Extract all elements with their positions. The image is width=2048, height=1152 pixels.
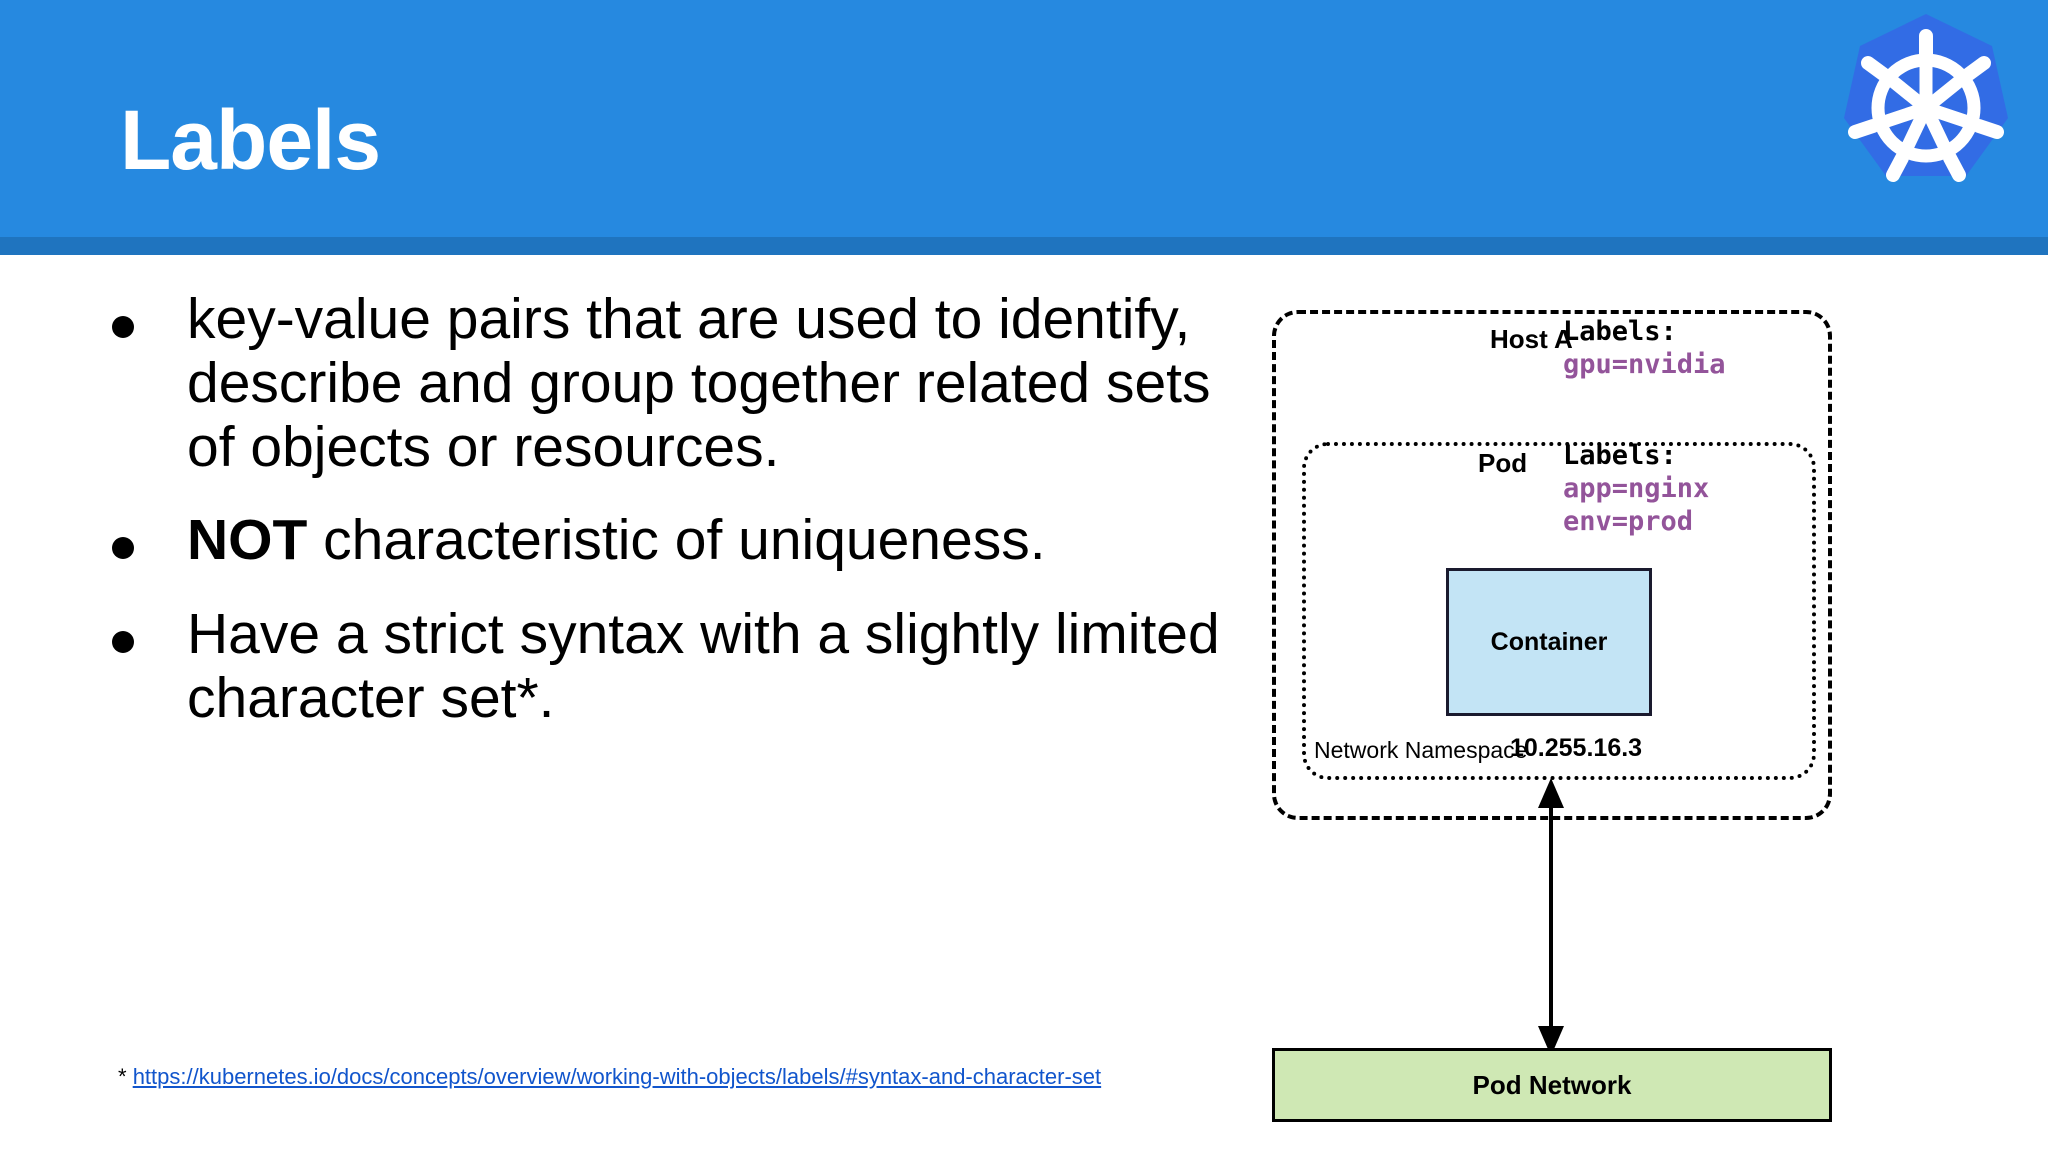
kubernetes-labels-diagram: Host A Labels: gpu=nvidia Pod Labels: ap… [1268,300,1848,1122]
pod-network-label: Pod Network [1472,1069,1632,1100]
list-item: Have a strict syntax with a slightly lim… [112,602,1222,731]
kubernetes-logo-icon [1826,8,2026,208]
container-box: Container [1446,568,1652,716]
bidirectional-arrow-icon [1538,778,1564,1056]
footnote-marker: * [118,1064,127,1089]
pod-labels-heading: Labels: [1563,440,1677,471]
footnote: * https://kubernetes.io/docs/concepts/ov… [118,1064,1101,1090]
bullet-text-key-value-pairs: key-value pairs that are used to identif… [187,287,1211,479]
pod-label: Pod [1478,448,1528,478]
bullet-dot-icon [112,316,134,338]
page-title: Labels [120,93,381,187]
list-item: NOT characteristic of uniqueness. [112,509,1222,573]
slide-header-bar [0,0,2048,237]
bullet-text-strict-syntax: Have a strict syntax with a slightly lim… [187,602,1220,731]
bullet-dot-icon [112,537,134,560]
container-label: Container [1490,627,1608,656]
pod-label-value-env: env=prod [1563,505,1694,537]
bullet-text-not-unique: NOT characteristic of uniqueness. [187,508,1046,573]
slide-header-underline [0,237,2048,255]
host-a-label: Host A [1490,324,1573,354]
pod-boundary [1302,442,1816,780]
pod-labels-block: Labels: app=nginx env=prod [1563,440,1709,539]
bullet-dot-icon [112,631,134,654]
bullet-list: key-value pairs that are used to identif… [112,287,1222,761]
pod-label-value-app: app=nginx [1563,472,1710,504]
list-item: key-value pairs that are used to identif… [112,287,1222,479]
pod-network-box: Pod Network [1272,1048,1832,1122]
host-a-labels-heading: Labels: [1563,316,1677,347]
footnote-link[interactable]: https://kubernetes.io/docs/concepts/over… [132,1064,1102,1089]
network-namespace-ip: 10.255.16.3 [1510,734,1643,762]
host-a-labels-block: Labels: gpu=nvidia [1563,316,1726,382]
network-namespace-label: Network Namespace [1314,737,1528,763]
host-a-label-value: gpu=nvidia [1563,348,1726,380]
